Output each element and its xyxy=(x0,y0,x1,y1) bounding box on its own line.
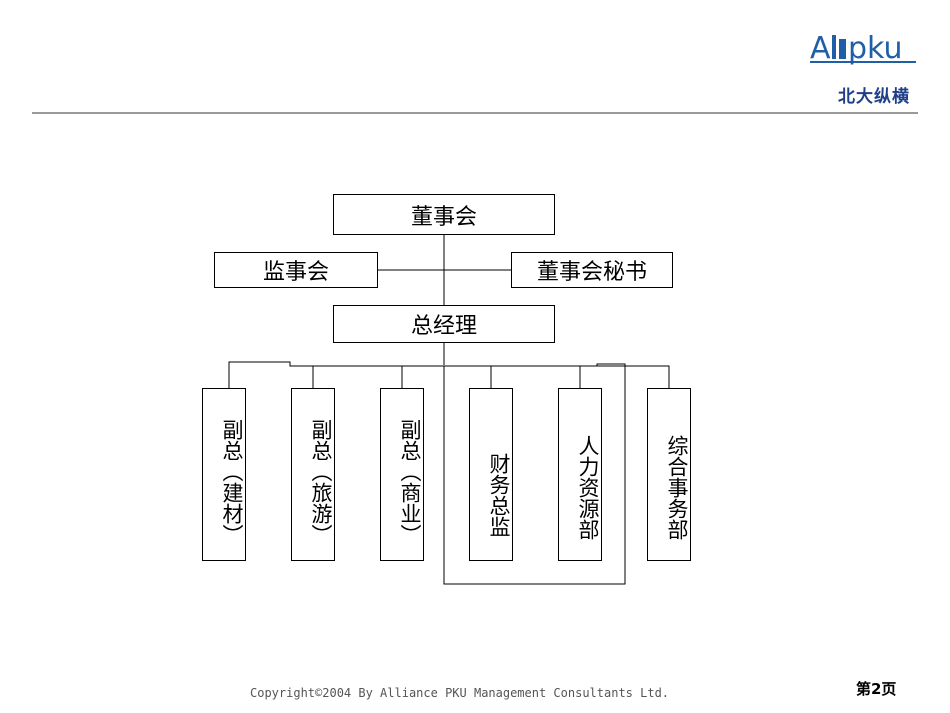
copyright-text: Copyright©2004 By Alliance PKU Managemen… xyxy=(250,686,670,700)
header-divider xyxy=(32,112,918,114)
dept-vp-building-materials: 副总（建材） xyxy=(202,388,246,561)
board-secretary-box: 董事会秘书 xyxy=(511,252,673,288)
dept-finance-director: 财务总监 xyxy=(469,388,513,561)
svg-text:A: A xyxy=(810,31,831,66)
supervisory-board-box: 监事会 xyxy=(214,252,378,288)
dept-human-resources: 人力资源部 xyxy=(558,388,602,561)
company-logo: A pku xyxy=(810,30,920,66)
logo-subtitle: 北大纵横 xyxy=(838,87,910,107)
svg-text:pku: pku xyxy=(848,31,903,66)
board-of-directors-box: 董事会 xyxy=(333,194,555,235)
dept-vp-tourism: 副总（旅游） xyxy=(291,388,335,561)
dept-general-affairs: 综合事务部 xyxy=(647,388,691,561)
alpku-logo-icon: A pku xyxy=(810,31,916,66)
page-number: 第2页 xyxy=(856,680,897,698)
general-manager-box: 总经理 xyxy=(333,305,555,343)
dept-vp-commerce: 副总（商业） xyxy=(380,388,424,561)
